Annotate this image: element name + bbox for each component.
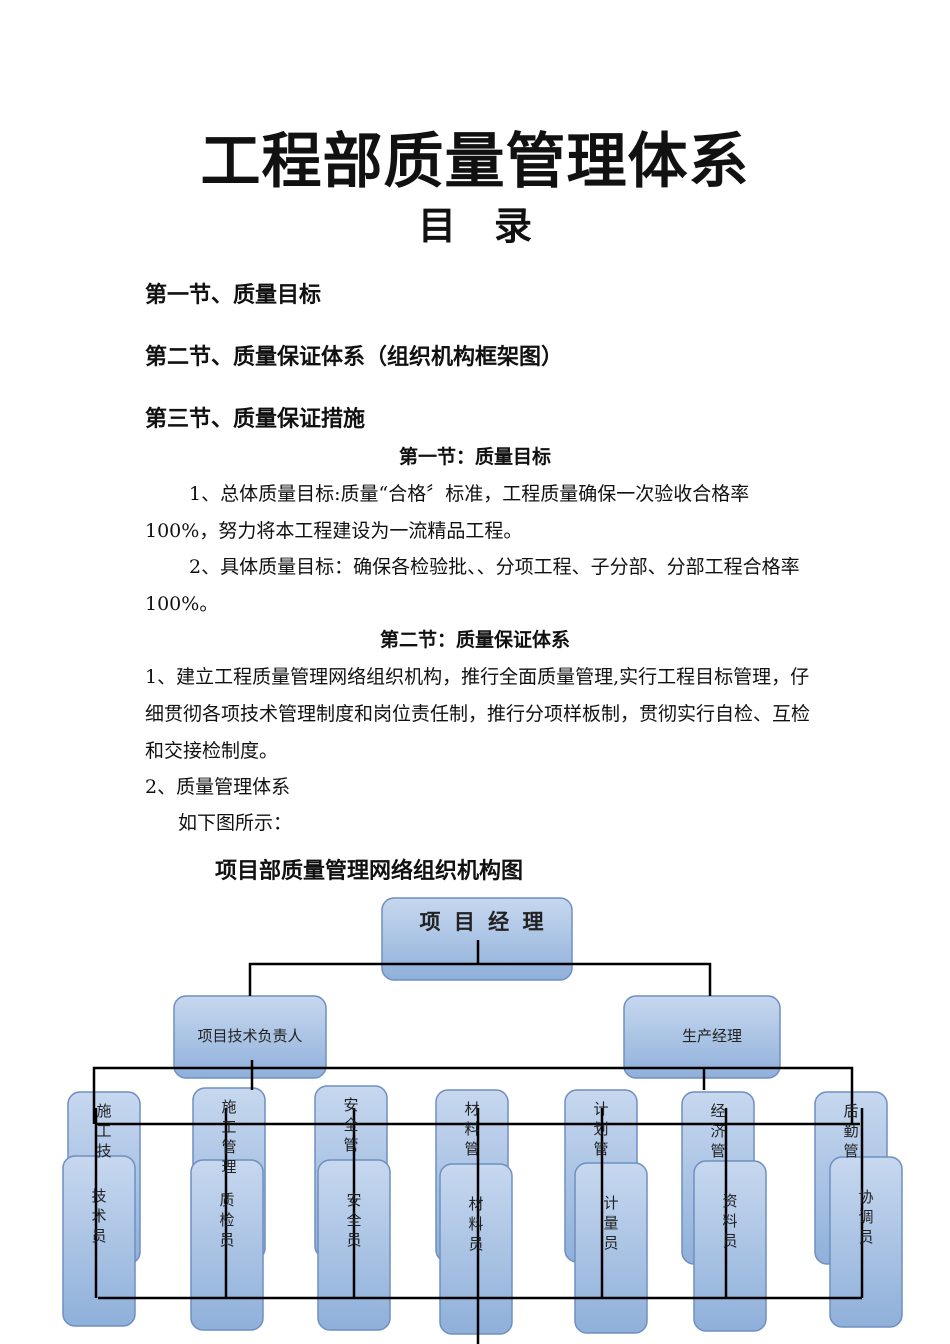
box-project-manager	[381, 897, 573, 981]
label-manager-4: 材料管	[464, 1100, 479, 1158]
page-title: 工程部质量管理体系	[200, 127, 750, 197]
box-staff-6	[693, 1160, 767, 1332]
section2-heading: 第二节：质量保证体系	[379, 629, 570, 651]
toc-item-2: 第二节、质量保证体系（组织机构框架图）	[145, 344, 564, 370]
box-staff-7	[829, 1156, 903, 1328]
toc-heading: 目 录	[417, 203, 532, 248]
label-staff-4: 材料员	[468, 1195, 483, 1253]
section2-paragraph-2: 2、质量管理体系	[145, 776, 291, 798]
connector-level2-bar	[248, 962, 712, 996]
label-staff-2: 质检员	[219, 1191, 234, 1249]
section1-heading: 第一节：质量目标	[398, 446, 551, 468]
label-staff-7: 协调员	[858, 1188, 873, 1246]
label-production-manager: 生产经理	[682, 1027, 742, 1045]
label-staff-3: 安全员	[346, 1191, 361, 1249]
box-production-manager	[623, 995, 781, 1079]
label-staff-6: 资料员	[722, 1192, 737, 1250]
section2-paragraph-1: 1、建立工程质量管理网络组织机构，推行全面质量管理,实行工程目标管理，仔细贯彻各…	[145, 666, 811, 762]
label-staff-1: 技术员	[91, 1187, 106, 1245]
label-manager-3: 安全管	[343, 1096, 358, 1154]
label-manager-6: 经济管	[710, 1102, 725, 1160]
toc-item-3: 第三节、质量保证措施	[145, 406, 366, 432]
label-project-manager: 项 目 经 理	[420, 910, 547, 934]
label-technical-lead: 项目技术负责人	[197, 1027, 302, 1045]
section1-paragraph-2: 2、具体质量目标：确保各检验批、、分项工程、子分部、分部工程合格率100%。	[145, 549, 810, 623]
box-staff-1	[62, 1155, 136, 1327]
org-chart-title: 项目部质量管理网络组织机构图	[215, 858, 524, 884]
label-staff-5: 计量员	[603, 1194, 618, 1252]
connector-top-bar	[92, 1066, 854, 1124]
label-manager-7: 后勤管	[843, 1102, 858, 1160]
box-staff-5	[574, 1162, 648, 1334]
label-manager-2: 施工管理	[221, 1098, 236, 1176]
section2-paragraph-3: 如下图所示：	[178, 812, 293, 834]
toc-item-1: 第一节、质量目标	[145, 282, 322, 308]
section1-paragraph-2-text: 2、具体质量目标：确保各检验批、、分项工程、子分部、分部工程合格率100%。	[145, 556, 800, 615]
section1-paragraph-1: 1、总体质量目标:质量“合格〞标准，工程质量确保一次验收合格率100%，努力将本…	[145, 476, 810, 550]
label-manager-5: 计划管	[593, 1100, 608, 1158]
section1-paragraph-1-text: 1、总体质量目标:质量“合格〞标准，工程质量确保一次验收合格率100%，努力将本…	[145, 483, 750, 542]
label-manager-1: 施工技	[96, 1102, 111, 1160]
box-staff-4	[439, 1163, 513, 1335]
